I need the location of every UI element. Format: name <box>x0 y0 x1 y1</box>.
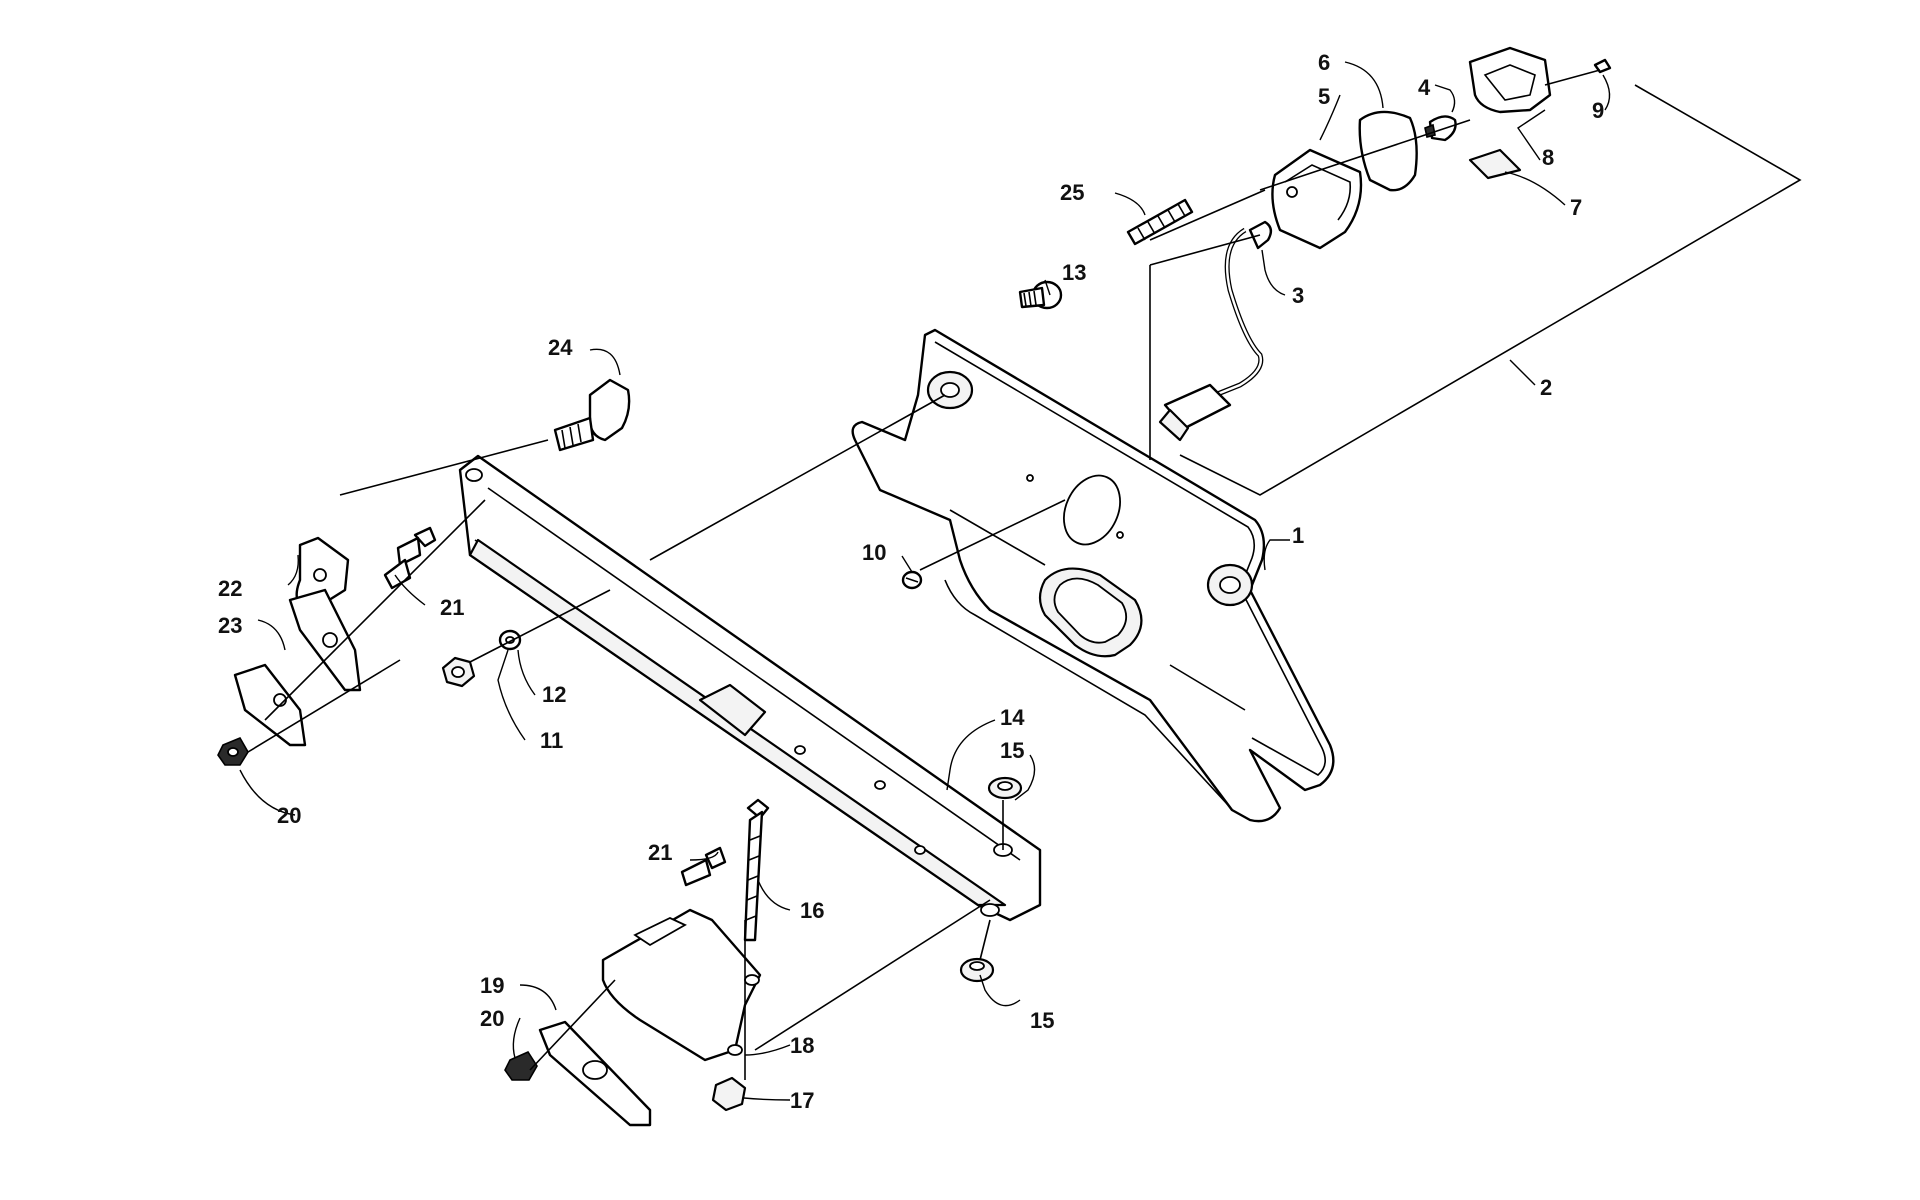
wiring-harness-part <box>1158 220 1273 442</box>
callout-label-1: 1 <box>1292 523 1304 548</box>
grommet-part <box>959 776 1023 983</box>
screw-part <box>901 570 923 590</box>
knob-part <box>553 378 631 452</box>
callout-label-5: 5 <box>1318 84 1330 109</box>
callout-label-13: 13 <box>1062 260 1086 285</box>
spring-part <box>1126 198 1194 246</box>
callout-label-18: 18 <box>790 1033 814 1058</box>
left-bracket-stack-part <box>217 526 437 766</box>
assembly-lines <box>247 69 1802 1080</box>
callout-label-19: 19 <box>480 973 504 998</box>
callout-leaders <box>239 61 1611 1101</box>
callout-label-21b: 21 <box>648 840 672 865</box>
callout-label-20b: 20 <box>480 1006 504 1031</box>
callout-label-11: 11 <box>540 728 563 753</box>
callout-labels: 1 2 3 4 5 6 7 8 9 10 11 12 13 14 15 15 1… <box>218 50 1604 1113</box>
callout-label-23: 23 <box>218 613 242 638</box>
callout-label-12: 12 <box>542 682 566 707</box>
callout-label-16: 16 <box>800 898 824 923</box>
lower-bracket-part <box>504 798 770 1127</box>
callout-label-7: 7 <box>1570 195 1582 220</box>
callout-label-24: 24 <box>548 335 573 360</box>
callout-label-3: 3 <box>1292 283 1304 308</box>
callout-label-4: 4 <box>1418 75 1431 100</box>
callout-label-14: 14 <box>1000 705 1025 730</box>
callout-label-8: 8 <box>1542 145 1554 170</box>
callout-label-10: 10 <box>862 540 886 565</box>
nut-washer-part <box>441 629 522 688</box>
callout-label-2: 2 <box>1540 375 1552 400</box>
light-housing-part <box>1271 46 1612 250</box>
callout-label-20a: 20 <box>277 803 301 828</box>
bushing-bolt-part <box>1018 280 1063 310</box>
callout-label-25: 25 <box>1060 180 1084 205</box>
callout-label-15b: 15 <box>1030 1008 1054 1033</box>
callout-label-6: 6 <box>1318 50 1330 75</box>
callout-label-9: 9 <box>1592 98 1604 123</box>
callout-label-17: 17 <box>790 1088 814 1113</box>
callout-label-15a: 15 <box>1000 738 1024 763</box>
license-plate-bracket-part <box>851 328 1335 823</box>
mounting-bar-part <box>458 454 1042 922</box>
callout-label-21a: 21 <box>440 595 464 620</box>
callout-label-22: 22 <box>218 576 242 601</box>
